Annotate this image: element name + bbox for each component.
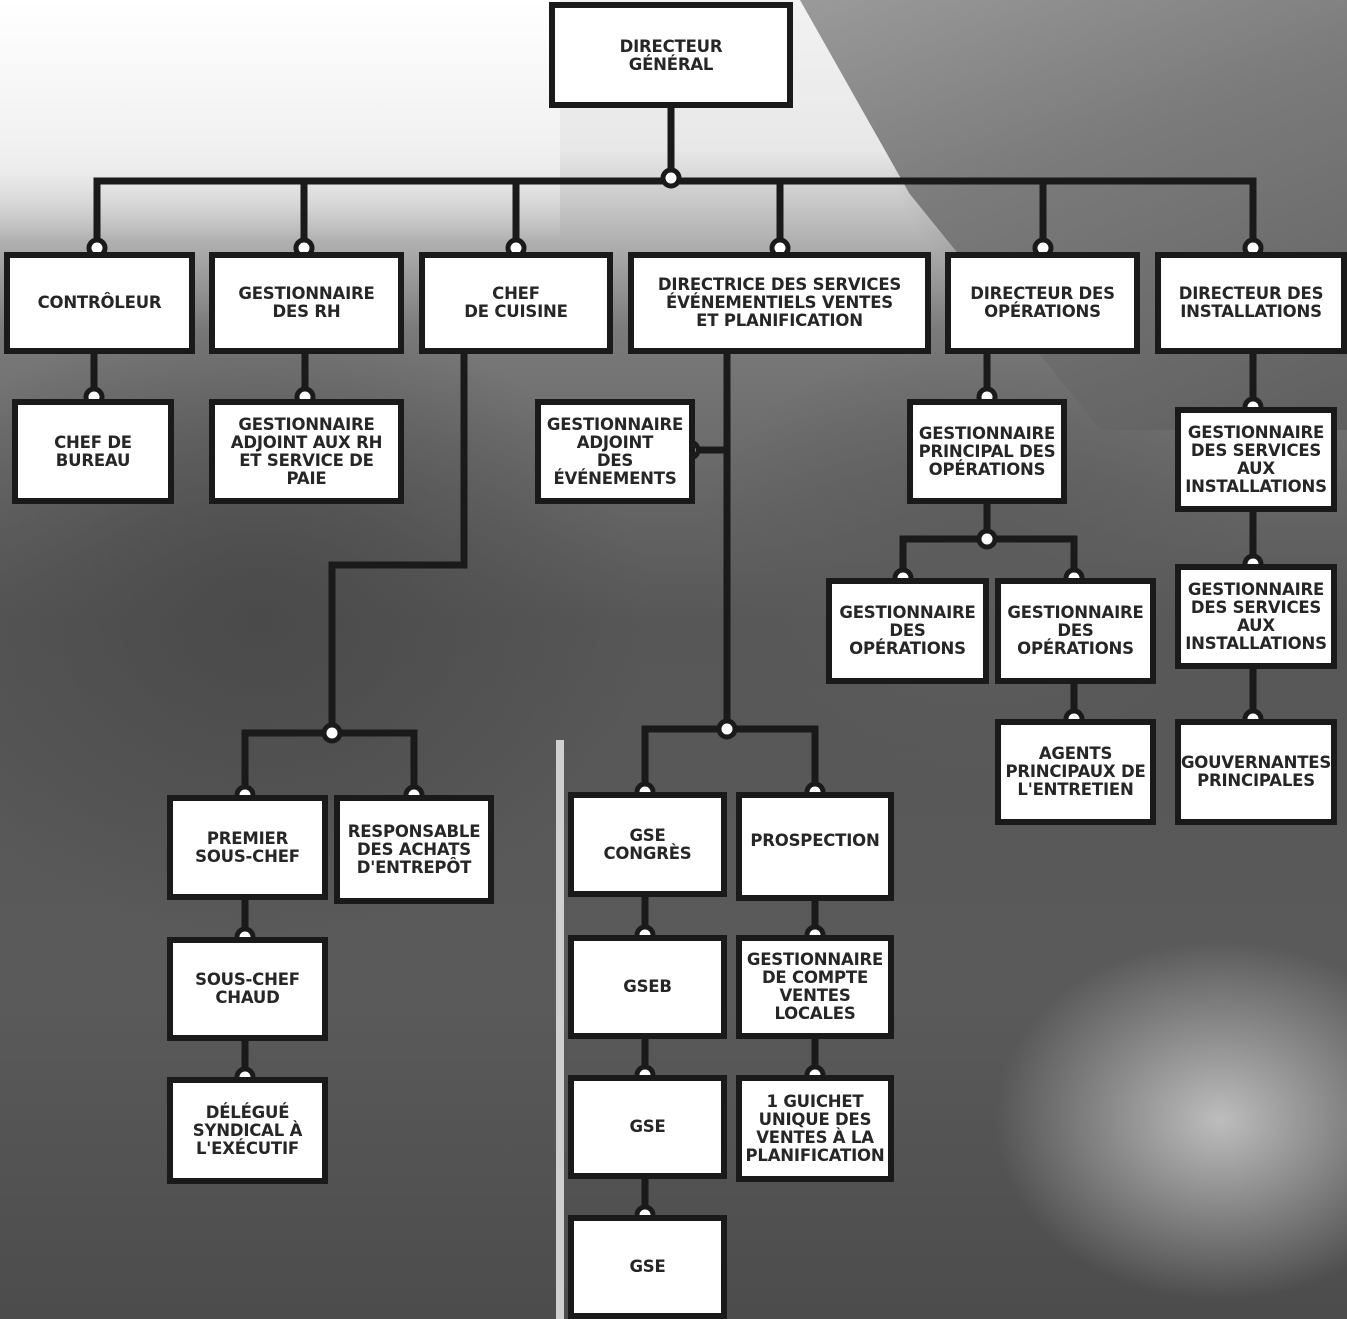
box-gestionnaire-operations-2: GESTIONNAIRE DES OPÉRATIONS bbox=[995, 578, 1156, 684]
box-agents-entretien: AGENTS PRINCIPAUX DE L'ENTRETIEN bbox=[995, 719, 1156, 825]
background-sky bbox=[0, 0, 560, 240]
box-delegue-syndical: DÉLÉGUÉ SYNDICAL À L'EXÉCUTIF bbox=[167, 1077, 328, 1184]
label-gestionnaire-principal-operations: GESTIONNAIRE PRINCIPAL DES OPÉRATIONS bbox=[918, 423, 1056, 479]
box-gestionnaire-operations-1: GESTIONNAIRE DES OPÉRATIONS bbox=[826, 578, 989, 684]
label-directrice-services: DIRECTRICE DES SERVICES ÉVÉNEMENTIELS VE… bbox=[657, 275, 902, 330]
box-gestionnaire-installations-1: GESTIONNAIRE DES SERVICES AUX INSTALLATI… bbox=[1175, 407, 1337, 512]
box-gestionnaire-adjoint-evenements: GESTIONNAIRE ADJOINT DES ÉVÉNEMENTS bbox=[535, 399, 695, 504]
box-directeur-operations: DIRECTEUR DES OPÉRATIONS bbox=[945, 252, 1140, 354]
label-gestionnaire-rh: GESTIONNAIRE DES RH bbox=[238, 284, 375, 321]
label-responsable-achats: RESPONSABLE DES ACHATS D'ENTREPÔT bbox=[347, 821, 481, 877]
label-gestionnaire-operations-2: GESTIONNAIRE DES OPÉRATIONS bbox=[1007, 603, 1144, 658]
box-gse-1: GSE bbox=[568, 1075, 727, 1179]
box-prospection: PROSPECTION bbox=[736, 792, 894, 901]
label-delegue-syndical: DÉLÉGUÉ SYNDICAL À L'EXÉCUTIF bbox=[192, 1102, 303, 1158]
label-gse-congres: GSE CONGRÈS bbox=[603, 825, 692, 863]
box-gse-2: GSE bbox=[568, 1215, 727, 1319]
box-guichet-unique: 1 GUICHET UNIQUE DES VENTES À LA PLANIFI… bbox=[736, 1075, 894, 1182]
label-agents-entretien: AGENTS PRINCIPAUX DE L'ENTRETIEN bbox=[1005, 744, 1146, 799]
label-controleur: CONTRÔLEUR bbox=[37, 293, 162, 312]
label-gse-2: GSE bbox=[629, 1257, 666, 1276]
box-directeur-general: DIRECTEUR GÉNÉRAL bbox=[549, 2, 793, 108]
label-gseb: GSEB bbox=[623, 977, 672, 996]
label-premier-sous-chef: PREMIER SOUS-CHEF bbox=[195, 828, 300, 866]
label-prospection: PROSPECTION bbox=[750, 831, 880, 850]
box-gestionnaire-adjoint-rh: GESTIONNAIRE ADJOINT AUX RH ET SERVICE D… bbox=[209, 399, 404, 504]
box-premier-sous-chef: PREMIER SOUS-CHEF bbox=[167, 795, 328, 900]
box-gseb: GSEB bbox=[568, 935, 727, 1039]
box-gouvernantes: GOUVERNANTES PRINCIPALES bbox=[1175, 719, 1337, 825]
box-chef-bureau: CHEF DE BUREAU bbox=[12, 399, 174, 504]
label-gestionnaire-adjoint-evenements: GESTIONNAIRE ADJOINT DES ÉVÉNEMENTS bbox=[546, 414, 684, 488]
label-directeur-installations: DIRECTEUR DES INSTALLATIONS bbox=[1178, 284, 1324, 321]
box-controleur: CONTRÔLEUR bbox=[4, 252, 195, 354]
box-directeur-installations: DIRECTEUR DES INSTALLATIONS bbox=[1155, 252, 1347, 354]
label-gestionnaire-operations-1: GESTIONNAIRE DES OPÉRATIONS bbox=[839, 603, 976, 658]
background-lamp-pole bbox=[556, 740, 564, 1319]
box-directrice-services: DIRECTRICE DES SERVICES ÉVÉNEMENTIELS VE… bbox=[628, 252, 931, 354]
box-sous-chef-chaud: SOUS-CHEF CHAUD bbox=[167, 937, 328, 1041]
label-sous-chef-chaud: SOUS-CHEF CHAUD bbox=[195, 970, 300, 1007]
label-gestionnaire-installations-2: GESTIONNAIRE DES SERVICES AUX INSTALLATI… bbox=[1185, 579, 1327, 653]
box-responsable-achats: RESPONSABLE DES ACHATS D'ENTREPÔT bbox=[334, 795, 494, 904]
box-gestionnaire-rh: GESTIONNAIRE DES RH bbox=[209, 252, 404, 354]
label-gestionnaire-installations-1: GESTIONNAIRE DES SERVICES AUX INSTALLATI… bbox=[1185, 422, 1327, 496]
box-gestionnaire-principal-operations: GESTIONNAIRE PRINCIPAL DES OPÉRATIONS bbox=[907, 399, 1067, 504]
label-chef-cuisine: CHEF DE CUISINE bbox=[464, 284, 568, 321]
box-gse-congres: GSE CONGRÈS bbox=[568, 792, 727, 897]
label-chef-bureau: CHEF DE BUREAU bbox=[54, 432, 132, 470]
box-gestionnaire-installations-2: GESTIONNAIRE DES SERVICES AUX INSTALLATI… bbox=[1175, 564, 1337, 669]
label-gse-1: GSE bbox=[629, 1117, 666, 1136]
box-chef-cuisine: CHEF DE CUISINE bbox=[419, 252, 613, 354]
label-gestionnaire-compte: GESTIONNAIRE DE COMPTE VENTES LOCALES bbox=[746, 950, 884, 1023]
label-guichet-unique: 1 GUICHET UNIQUE DES VENTES À LA PLANIFI… bbox=[745, 1091, 885, 1165]
label-gouvernantes: GOUVERNANTES PRINCIPALES bbox=[1180, 753, 1332, 790]
box-gestionnaire-compte: GESTIONNAIRE DE COMPTE VENTES LOCALES bbox=[736, 935, 894, 1039]
label-gestionnaire-adjoint-rh: GESTIONNAIRE ADJOINT AUX RH ET SERVICE D… bbox=[230, 414, 383, 488]
label-directeur-operations: DIRECTEUR DES OPÉRATIONS bbox=[970, 284, 1115, 321]
label-directeur-general: DIRECTEUR GÉNÉRAL bbox=[619, 37, 723, 74]
